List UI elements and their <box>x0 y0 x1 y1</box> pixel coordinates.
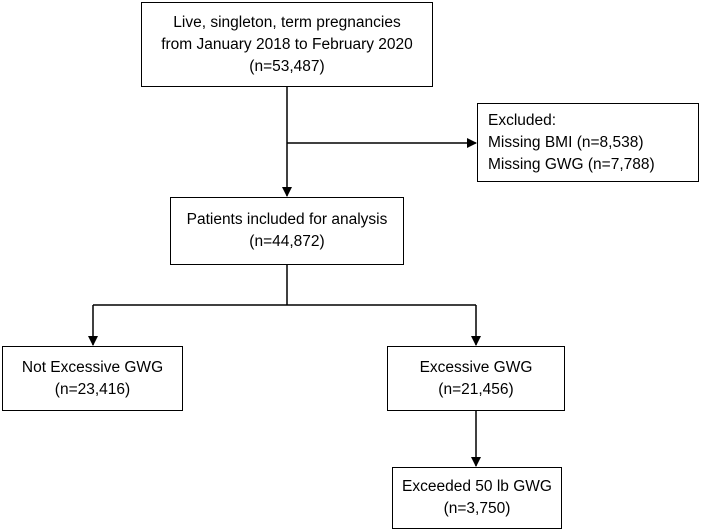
exceeded-50-box: Exceeded 50 lb GWG (n=3,750) <box>392 467 562 529</box>
exceeded-50-label: Exceeded 50 lb GWG <box>402 478 552 495</box>
excessive-count: (n=21,456) <box>438 380 514 398</box>
excluded-line-bmi: Missing BMI (n=8,538) <box>488 133 644 151</box>
start-line-1: Live, singleton, term pregnancies <box>173 13 401 31</box>
excluded-line-gwg: Missing GWG (n=7,788) <box>488 155 655 173</box>
included-count: (n=44,872) <box>249 233 325 250</box>
included-box: Patients included for analysis (n=44,872… <box>170 197 404 265</box>
not-excessive-box: Not Excessive GWG (n=23,416) <box>2 346 183 411</box>
excessive-box: Excessive GWG (n=21,456) <box>387 346 565 411</box>
start-box: Live, singleton, term pregnancies from J… <box>141 2 433 87</box>
excessive-label: Excessive GWG <box>419 358 533 376</box>
not-excessive-label: Not Excessive GWG <box>21 358 164 376</box>
excluded-box: Excluded: Missing BMI (n=8,538) Missing … <box>477 103 699 182</box>
not-excessive-count: (n=23,416) <box>54 380 131 398</box>
included-label: Patients included for analysis <box>186 211 388 228</box>
start-line-2: from January 2018 to February 2020 <box>161 35 413 53</box>
excluded-title: Excluded: <box>488 111 557 129</box>
start-line-3: (n=53,487) <box>249 57 325 75</box>
exceeded-50-count: (n=3,750) <box>443 500 511 517</box>
